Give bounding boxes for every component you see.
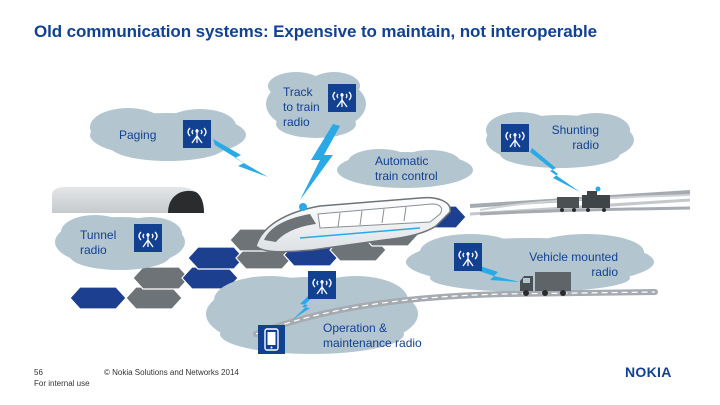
radio-antenna-icon (183, 120, 211, 148)
radio-antenna-icon (501, 124, 529, 152)
page-title: Old communication systems: Expensive to … (34, 22, 597, 41)
label-automatic-train-control: Automatic train control (375, 154, 438, 183)
nokia-logo: NOKIA (625, 364, 672, 380)
radio-antenna-icon (328, 84, 356, 112)
label-track-to-train-radio: Track to train radio (283, 85, 320, 129)
classification-text: For internal use (34, 379, 90, 388)
copyright-text: © Nokia Solutions and Networks 2014 (104, 368, 239, 377)
radio-antenna-icon (454, 243, 482, 271)
truck-icon (520, 272, 571, 296)
label-tunnel-radio: Tunnel radio (80, 228, 117, 257)
tablet-icon (258, 325, 285, 354)
cloud-paging (90, 108, 246, 161)
road (253, 289, 658, 337)
lightning-bolt-icon (213, 124, 580, 320)
label-vehicle-mounted-radio: Vehicle mounted radio (529, 250, 618, 279)
radio-antenna-icon (134, 224, 162, 252)
cloud-automatic-train-control (337, 149, 473, 188)
cloud-tunnel (55, 215, 185, 270)
label-operation-maintenance-radio: Operation & maintenance radio (323, 321, 422, 350)
train-icon (255, 196, 451, 253)
rail-tracks (469, 190, 691, 216)
page-number: 56 (34, 368, 43, 377)
tunnel-icon (52, 187, 204, 213)
radio-antenna-icon (308, 271, 336, 299)
shunting-train-icon (557, 186, 610, 212)
track-segments (69, 205, 467, 310)
label-paging: Paging (119, 128, 157, 142)
label-shunting-radio: Shunting radio (551, 123, 599, 152)
